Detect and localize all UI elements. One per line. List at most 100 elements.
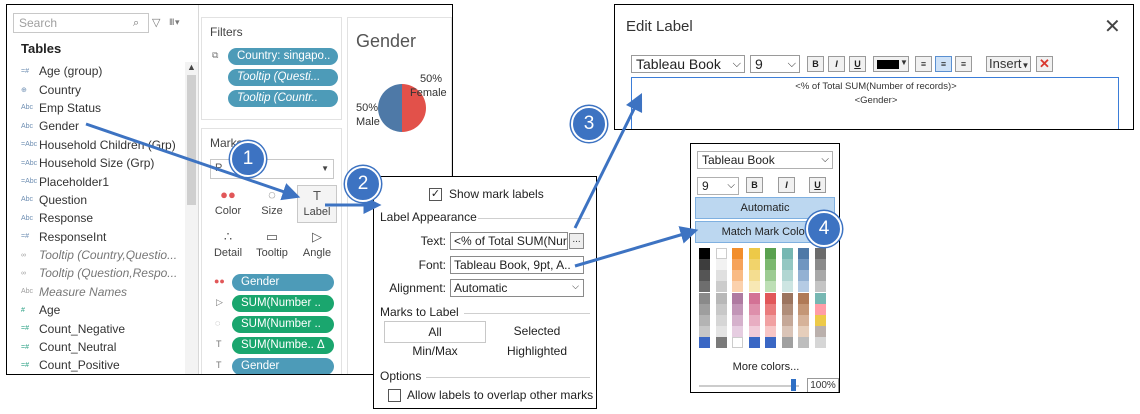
color-swatch[interactable] bbox=[798, 281, 809, 292]
text-ellipsis-button[interactable]: ... bbox=[569, 233, 584, 249]
color-swatch[interactable] bbox=[814, 270, 826, 281]
color-swatch[interactable] bbox=[699, 281, 710, 292]
underline-button[interactable]: U bbox=[849, 56, 866, 72]
recent-color-swatch[interactable] bbox=[748, 337, 760, 348]
color-swatch[interactable] bbox=[748, 248, 760, 259]
color-swatch[interactable] bbox=[798, 259, 809, 270]
recent-color-swatch[interactable] bbox=[732, 337, 743, 348]
color-swatch[interactable] bbox=[798, 293, 809, 304]
clear-icon[interactable]: ✕ bbox=[1036, 56, 1053, 72]
recent-color-swatch[interactable] bbox=[781, 337, 793, 348]
marks-to-label-selected[interactable]: Selected bbox=[513, 324, 561, 338]
detail-button[interactable]: ∴ Detail bbox=[208, 227, 248, 265]
marks-pill-gender-color[interactable]: Gender bbox=[232, 274, 334, 291]
color-swatch[interactable] bbox=[814, 293, 826, 304]
font-color-button[interactable]: ▼ bbox=[873, 56, 909, 72]
italic-button[interactable]: I bbox=[828, 56, 845, 72]
color-swatch[interactable] bbox=[715, 270, 727, 281]
color-swatch[interactable] bbox=[814, 326, 826, 337]
color-swatch[interactable] bbox=[715, 326, 727, 337]
color-swatch[interactable] bbox=[798, 304, 809, 315]
field-item[interactable]: =#ResponseInt bbox=[7, 228, 185, 246]
color-swatch[interactable] bbox=[699, 326, 710, 337]
angle-button[interactable]: ▷ Angle bbox=[297, 227, 337, 265]
color-swatch[interactable] bbox=[748, 281, 760, 292]
marks-pill-sum-label[interactable]: SUM(Numbe.. Δ bbox=[232, 337, 334, 354]
color-swatch[interactable] bbox=[748, 270, 760, 281]
align-left-icon[interactable]: ≡ bbox=[915, 56, 932, 72]
color-swatch[interactable] bbox=[781, 315, 793, 326]
field-item[interactable]: #Age bbox=[7, 301, 185, 319]
color-swatch[interactable] bbox=[748, 259, 760, 270]
color-swatch[interactable] bbox=[732, 304, 743, 315]
insert-menu-button[interactable]: Insert▼ bbox=[986, 56, 1031, 72]
color-swatch[interactable] bbox=[781, 248, 793, 259]
field-item[interactable]: =#Count_Positive bbox=[7, 356, 185, 374]
color-swatch[interactable] bbox=[765, 248, 776, 259]
size-button[interactable]: ◌ Size bbox=[252, 185, 292, 223]
color-swatch[interactable] bbox=[732, 259, 743, 270]
color-swatch[interactable] bbox=[781, 304, 793, 315]
marks-pill-gender-label[interactable]: Gender bbox=[232, 358, 334, 374]
marks-to-label-minmax[interactable]: Min/Max bbox=[412, 344, 458, 358]
filter-pill-tooltip-country[interactable]: Tooltip (Countr.. bbox=[228, 90, 338, 107]
color-swatch[interactable] bbox=[765, 326, 776, 337]
color-swatch[interactable] bbox=[814, 248, 826, 259]
field-item[interactable]: ∞Tooltip (Question,Respo... bbox=[7, 264, 185, 282]
marks-pill-sum-size[interactable]: SUM(Number .. bbox=[232, 316, 334, 333]
align-right-icon[interactable]: ≡ bbox=[955, 56, 972, 72]
color-swatch[interactable] bbox=[699, 304, 710, 315]
color-swatch[interactable] bbox=[732, 326, 743, 337]
color-swatch[interactable] bbox=[715, 281, 727, 292]
bold-button[interactable]: B bbox=[807, 56, 824, 72]
color-swatch[interactable] bbox=[814, 304, 826, 315]
opacity-slider-track[interactable] bbox=[699, 385, 799, 387]
color-swatch[interactable] bbox=[715, 259, 727, 270]
color-swatch[interactable] bbox=[699, 315, 710, 326]
color-swatch[interactable] bbox=[781, 281, 793, 292]
color-swatch[interactable] bbox=[699, 270, 710, 281]
scrollbar-thumb[interactable] bbox=[187, 75, 196, 205]
search-input[interactable]: Search bbox=[13, 13, 149, 33]
color-swatch[interactable] bbox=[732, 315, 743, 326]
align-center-icon[interactable]: ≡ bbox=[935, 56, 952, 72]
pie-slice-male[interactable] bbox=[378, 84, 402, 132]
scroll-up-icon[interactable]: ▲ bbox=[187, 62, 196, 72]
color-swatch[interactable] bbox=[798, 315, 809, 326]
marks-pill-sum-angle[interactable]: SUM(Number .. bbox=[232, 295, 334, 312]
recent-color-swatch[interactable] bbox=[798, 337, 809, 348]
recent-color-swatch[interactable] bbox=[765, 337, 776, 348]
recent-color-swatch[interactable] bbox=[814, 337, 826, 348]
label-text-editor[interactable]: <% of Total SUM(Number of records)> <Gen… bbox=[631, 77, 1119, 129]
allow-overlap-checkbox[interactable] bbox=[388, 389, 401, 402]
menu-italic-button[interactable]: I bbox=[778, 177, 795, 193]
color-swatch[interactable] bbox=[814, 259, 826, 270]
font-size-dropdown[interactable]: 9 ⌵ bbox=[750, 55, 800, 73]
color-swatch[interactable] bbox=[814, 315, 826, 326]
color-swatch[interactable] bbox=[798, 248, 809, 259]
menu-font-size-dropdown[interactable]: 9 ⌵ bbox=[697, 177, 739, 195]
show-labels-checkbox[interactable]: ✓ bbox=[429, 188, 442, 201]
color-swatch[interactable] bbox=[732, 270, 743, 281]
color-swatch[interactable] bbox=[699, 248, 710, 259]
color-swatch[interactable] bbox=[732, 248, 743, 259]
color-swatch[interactable] bbox=[765, 304, 776, 315]
font-family-dropdown[interactable]: Tableau Book ⌵ bbox=[631, 55, 745, 73]
color-swatch[interactable] bbox=[715, 248, 727, 259]
color-swatch[interactable] bbox=[765, 315, 776, 326]
marks-to-label-all[interactable]: All bbox=[384, 321, 486, 343]
color-button[interactable]: ●● Color bbox=[208, 185, 248, 223]
color-swatch[interactable] bbox=[798, 326, 809, 337]
filter-pill-country[interactable]: Country: singapo.. bbox=[228, 48, 338, 65]
color-swatch[interactable] bbox=[781, 259, 793, 270]
filter-pill-tooltip-question[interactable]: Tooltip (Questi... bbox=[228, 69, 338, 86]
close-icon[interactable]: ✕ bbox=[1104, 16, 1121, 38]
menu-underline-button[interactable]: U bbox=[809, 177, 826, 193]
